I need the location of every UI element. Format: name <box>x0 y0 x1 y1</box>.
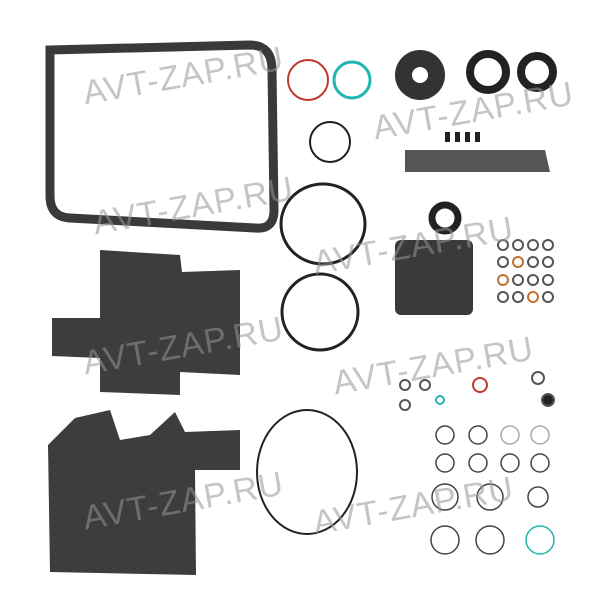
piston-seals <box>430 425 555 555</box>
separator-plate-upper <box>52 250 240 395</box>
large-o-ring <box>280 272 360 352</box>
seal <box>466 50 510 94</box>
seal <box>517 52 557 92</box>
separator-plate-lower <box>48 410 240 575</box>
gasket-strip <box>405 150 550 172</box>
largest-o-ring <box>256 409 358 535</box>
bolts <box>445 132 480 142</box>
o-ring-red <box>287 59 329 101</box>
o-ring <box>309 121 351 163</box>
large-o-ring <box>279 182 367 266</box>
small-rings <box>399 239 555 411</box>
o-ring-teal <box>332 60 372 100</box>
oil-pan-gasket <box>45 40 279 233</box>
valve-body-gasket <box>395 240 473 315</box>
seal <box>428 201 462 235</box>
